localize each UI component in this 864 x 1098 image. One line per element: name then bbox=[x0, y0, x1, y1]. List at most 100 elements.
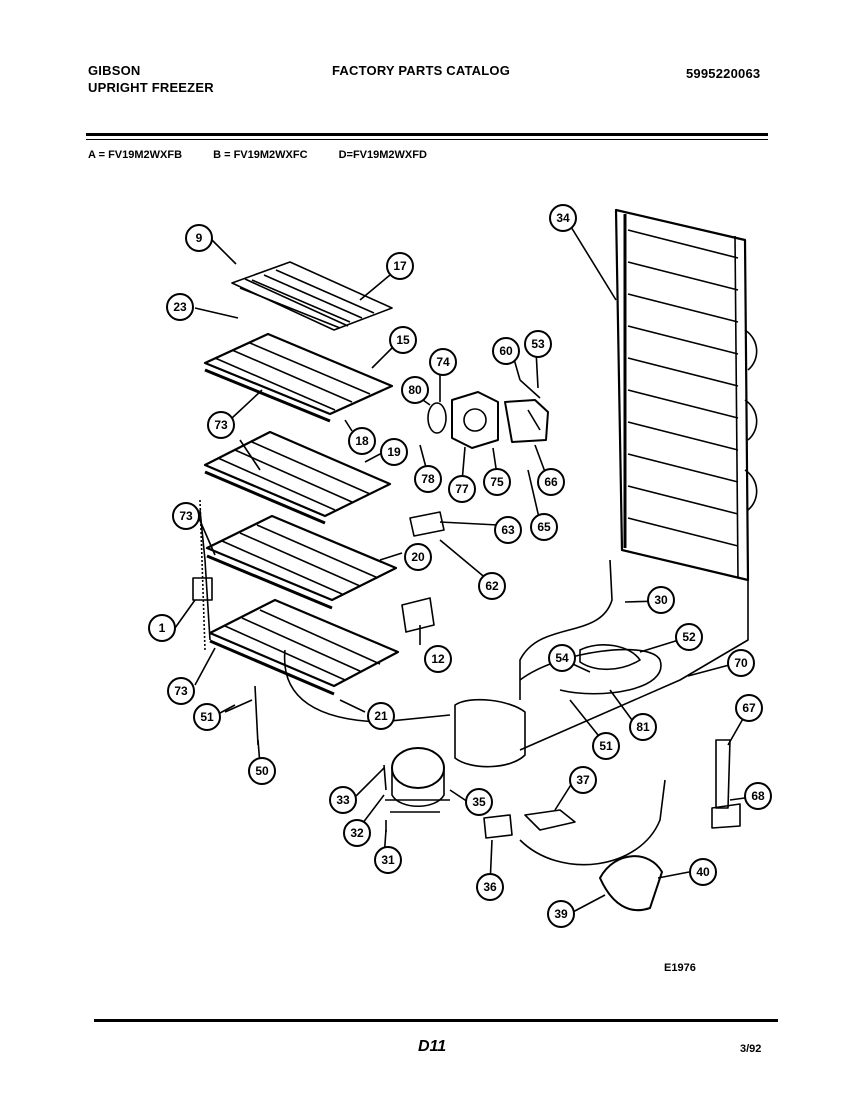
drain-assembly bbox=[711, 739, 741, 829]
callout-label: 33 bbox=[336, 793, 350, 807]
callout-label: 20 bbox=[411, 550, 425, 564]
callout-label: 1 bbox=[159, 621, 166, 635]
callout-label: 18 bbox=[355, 434, 369, 448]
callout-bubble: 34 bbox=[549, 204, 577, 232]
callout-bubble: 68 bbox=[744, 782, 772, 810]
callout-bubble: 30 bbox=[647, 586, 675, 614]
callout-label: 31 bbox=[381, 853, 395, 867]
model-b: B = FV19M2WXFC bbox=[213, 149, 308, 161]
callout-label: 51 bbox=[599, 739, 613, 753]
callout-bubble: 78 bbox=[414, 465, 442, 493]
wire-shelf-4 bbox=[205, 514, 398, 610]
callout-bubble: 74 bbox=[429, 348, 457, 376]
callout-bubble: 40 bbox=[689, 858, 717, 886]
header-rule bbox=[86, 133, 768, 136]
callout-label: 66 bbox=[544, 475, 558, 489]
callout-label: 35 bbox=[472, 795, 486, 809]
callout-label: 30 bbox=[654, 593, 668, 607]
catalog-title: FACTORY PARTS CATALOG bbox=[332, 63, 511, 78]
callout-bubble: 65 bbox=[530, 513, 558, 541]
callout-label: 73 bbox=[174, 684, 188, 698]
model-d: D=FV19M2WXFD bbox=[338, 149, 427, 161]
callout-label: 21 bbox=[374, 709, 388, 723]
callout-label: 70 bbox=[734, 656, 748, 670]
callout-bubble: 12 bbox=[424, 645, 452, 673]
callout-bubble: 62 bbox=[478, 572, 506, 600]
callout-bubble: 17 bbox=[386, 252, 414, 280]
callout-label: 23 bbox=[173, 300, 187, 314]
callout-label: 75 bbox=[490, 475, 504, 489]
callout-label: 74 bbox=[436, 355, 450, 369]
callout-label: 81 bbox=[636, 720, 650, 734]
callout-label: 36 bbox=[483, 880, 497, 894]
callout-bubble: 53 bbox=[524, 330, 552, 358]
callout-bubble: 1 bbox=[148, 614, 176, 642]
callout-bubble: 39 bbox=[547, 900, 575, 928]
callout-label: 54 bbox=[555, 651, 569, 665]
callout-label: 78 bbox=[421, 472, 435, 486]
callout-bubble: 63 bbox=[494, 516, 522, 544]
callout-label: 9 bbox=[196, 231, 203, 245]
callout-bubble: 35 bbox=[465, 788, 493, 816]
condensate-pan bbox=[599, 855, 663, 912]
callout-label: 73 bbox=[179, 509, 193, 523]
callout-label: 37 bbox=[576, 773, 590, 787]
callout-bubble: 75 bbox=[483, 468, 511, 496]
callout-bubble: 60 bbox=[492, 337, 520, 365]
callout-bubble: 9 bbox=[185, 224, 213, 252]
callout-bubble: 80 bbox=[401, 376, 429, 404]
revision-date: 3/92 bbox=[740, 1043, 762, 1055]
product-name: UPRIGHT FREEZER bbox=[88, 80, 214, 95]
callout-label: 63 bbox=[501, 523, 515, 537]
footer-rule bbox=[94, 1019, 778, 1022]
callout-label: 34 bbox=[556, 211, 570, 225]
callout-bubble: 77 bbox=[448, 475, 476, 503]
model-a: A = FV19M2WXFB bbox=[88, 149, 183, 161]
callout-bubble: 36 bbox=[476, 873, 504, 901]
callout-bubble: 15 bbox=[389, 326, 417, 354]
callout-label: 53 bbox=[531, 337, 545, 351]
header-rule-thin bbox=[86, 139, 768, 140]
callout-bubble: 18 bbox=[348, 427, 376, 455]
callout-bubble: 73 bbox=[207, 411, 235, 439]
callout-bubble: 37 bbox=[569, 766, 597, 794]
callout-label: 19 bbox=[387, 445, 401, 459]
callout-label: 52 bbox=[682, 630, 696, 644]
compressor bbox=[385, 747, 450, 813]
fan-motor-assembly bbox=[427, 379, 549, 449]
wire-shelf-2 bbox=[203, 332, 394, 423]
callout-bubble: 50 bbox=[248, 757, 276, 785]
callout-label: 50 bbox=[255, 764, 269, 778]
callout-bubble: 51 bbox=[193, 703, 221, 731]
callout-label: 65 bbox=[537, 520, 551, 534]
wire-shelf-top bbox=[231, 261, 393, 331]
callout-bubble: 81 bbox=[629, 713, 657, 741]
callout-label: 67 bbox=[742, 701, 756, 715]
callout-bubble: 19 bbox=[380, 438, 408, 466]
wire-shelf-bottom bbox=[208, 598, 400, 696]
callout-bubble: 20 bbox=[404, 543, 432, 571]
callout-bubble: 31 bbox=[374, 846, 402, 874]
wire-shelf-3 bbox=[203, 430, 392, 525]
callout-bubble: 23 bbox=[166, 293, 194, 321]
callout-bubble: 21 bbox=[367, 702, 395, 730]
callout-bubble: 32 bbox=[343, 819, 371, 847]
callout-label: 15 bbox=[396, 333, 410, 347]
callout-label: 12 bbox=[431, 652, 445, 666]
page-code: D11 bbox=[418, 1038, 447, 1055]
callout-bubble: 54 bbox=[548, 644, 576, 672]
callout-bubble: 52 bbox=[675, 623, 703, 651]
callout-label: 17 bbox=[393, 259, 407, 273]
callout-bubble: 33 bbox=[329, 786, 357, 814]
callout-label: 51 bbox=[200, 710, 214, 724]
figure-code: E1976 bbox=[664, 962, 696, 974]
model-list: A = FV19M2WXFB B = FV19M2WXFC D=FV19M2WX… bbox=[88, 149, 455, 161]
condenser-coil bbox=[614, 208, 758, 582]
callout-bubble: 70 bbox=[727, 649, 755, 677]
callout-label: 77 bbox=[455, 482, 469, 496]
callout-bubble: 73 bbox=[167, 677, 195, 705]
callout-label: 40 bbox=[696, 865, 710, 879]
callout-bubble: 67 bbox=[735, 694, 763, 722]
callout-label: 68 bbox=[751, 789, 765, 803]
callout-bubble: 73 bbox=[172, 502, 200, 530]
